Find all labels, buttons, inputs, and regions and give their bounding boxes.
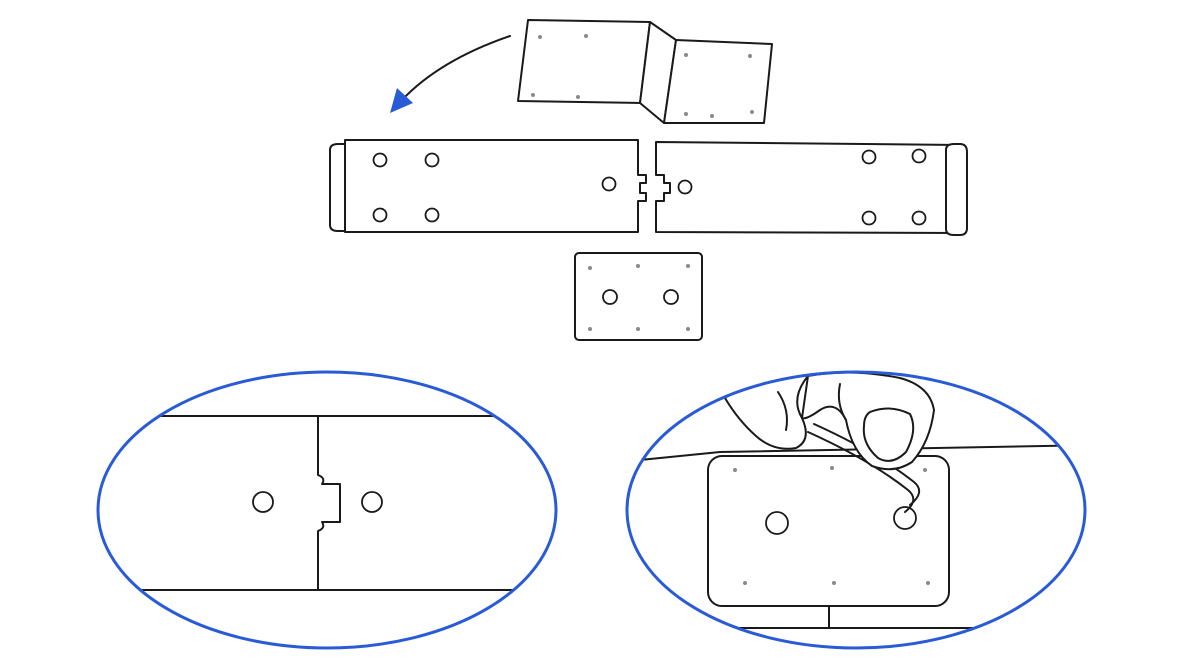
left-rail-holes <box>372 152 617 223</box>
zoom-oval-left <box>96 370 558 650</box>
zoom-detail-fastening <box>625 370 1087 650</box>
hand-icon <box>724 372 935 471</box>
right-rail-holes <box>677 148 927 226</box>
zoomed-plate <box>707 455 950 607</box>
plate-pilot-dots <box>588 264 690 331</box>
folded-bracket <box>517 19 773 124</box>
zoomed-plate-dots <box>733 466 930 585</box>
left-rail <box>329 139 647 233</box>
bracket-pilot-dots <box>531 34 754 118</box>
right-rail <box>655 141 968 236</box>
zoom-detail-joint <box>96 370 558 650</box>
curved-arrow-icon <box>390 35 511 113</box>
connector-plate <box>574 252 703 341</box>
zoom-oval-right <box>625 370 1087 650</box>
